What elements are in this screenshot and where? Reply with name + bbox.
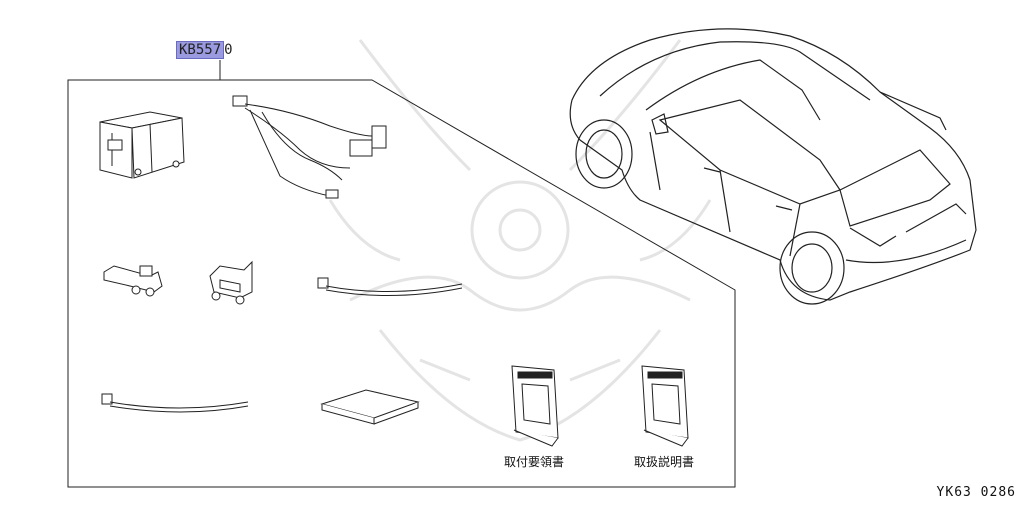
adhesive-pad bbox=[320, 389, 420, 425]
control-module bbox=[99, 111, 185, 179]
part-number-highlight: KB557 bbox=[176, 41, 225, 59]
watermark-emblem bbox=[328, 39, 712, 442]
instruction-manual-booklet bbox=[641, 365, 689, 447]
reference-code: YK63 0286 bbox=[936, 485, 1016, 500]
cable-tie-upper bbox=[317, 277, 463, 296]
bracket-right bbox=[209, 260, 253, 305]
kit-boundary bbox=[67, 79, 736, 488]
instruction-manual-label: 取扱説明書 bbox=[634, 455, 695, 469]
wiring-harness bbox=[232, 95, 387, 199]
part-number-suffix: 0 bbox=[224, 42, 233, 58]
installation-guide-label: 取付要領書 bbox=[504, 455, 565, 469]
cable-tie-lower bbox=[101, 393, 249, 413]
bracket-left bbox=[103, 265, 163, 297]
installation-guide-booklet bbox=[511, 365, 559, 447]
vehicle-illustration bbox=[569, 28, 977, 305]
